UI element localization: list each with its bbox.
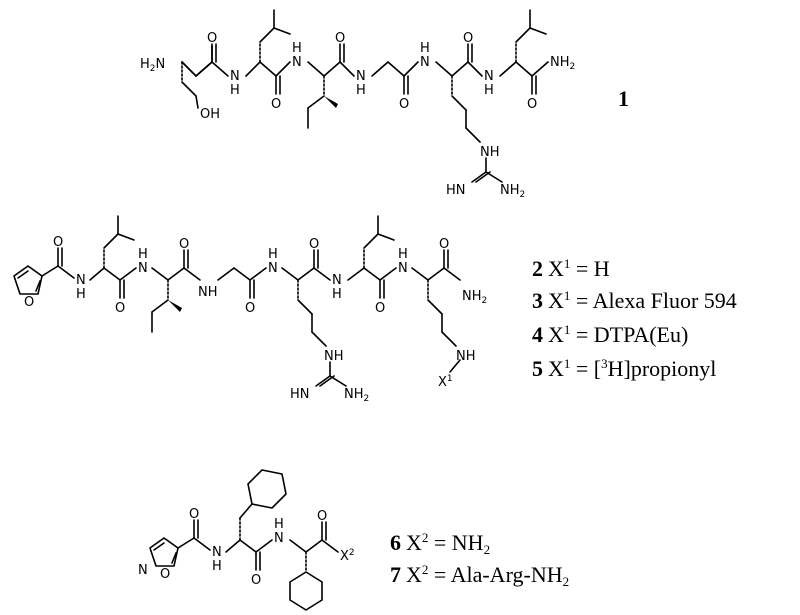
c1-o-3: O bbox=[335, 31, 345, 46]
c1-nh-4: N bbox=[420, 55, 430, 70]
c1-nh-3h: H bbox=[356, 83, 366, 98]
c2-guan-hn: HN bbox=[290, 387, 310, 402]
compound-1-structure: H2N O N H O N H O N H O N H O N H O NH2 … bbox=[140, 9, 575, 200]
c2-o-3: O bbox=[179, 237, 189, 252]
compound-1-number: 1 bbox=[618, 86, 629, 111]
c6-x2: X2 bbox=[340, 548, 355, 564]
c1-nh-4h: H bbox=[420, 41, 430, 56]
c1-nh-5: N bbox=[484, 69, 494, 84]
c2-guan-nh2: NH2 bbox=[344, 387, 369, 404]
c2-n-6h: H bbox=[332, 287, 342, 302]
compound-2-5-structure: O O N H O N H O NH O N H O N H O N H O N… bbox=[13, 215, 487, 404]
c2-nh-3: NH bbox=[198, 285, 218, 300]
c1-o-1: O bbox=[207, 31, 217, 46]
c6-n-2h: H bbox=[274, 517, 284, 532]
c1-guan-nh2: NH2 bbox=[500, 183, 525, 200]
c2-guan-nh: NH bbox=[324, 349, 344, 364]
c1-nh-5h: H bbox=[484, 83, 494, 98]
c1-h2n: H2N bbox=[140, 57, 165, 74]
c2-n-1h: H bbox=[76, 287, 86, 302]
c2-nh2: NH2 bbox=[462, 289, 487, 306]
c2-n-7h: H bbox=[398, 247, 408, 262]
c2-o-5: O bbox=[309, 237, 319, 252]
c6-isox-n: N bbox=[138, 563, 148, 578]
c1-guan-hn: HN bbox=[446, 183, 466, 198]
c2-n-2: N bbox=[138, 261, 148, 276]
c1-nh-1h: H bbox=[230, 83, 240, 98]
c2-o-6: O bbox=[375, 301, 385, 316]
c1-o-6: O bbox=[527, 97, 537, 112]
c6-o-1: O bbox=[189, 507, 199, 522]
c6-n-1: N bbox=[212, 545, 222, 560]
c1-nh-3: N bbox=[356, 69, 366, 84]
c2-n-6: N bbox=[332, 273, 342, 288]
c1-nh-2: N bbox=[292, 55, 302, 70]
c2-orn-nh: NH bbox=[456, 349, 476, 364]
c2-n-1: N bbox=[76, 273, 86, 288]
c1-nh-1: N bbox=[230, 69, 240, 84]
c1-o-4: O bbox=[399, 97, 409, 112]
c1-nh2: NH2 bbox=[550, 55, 575, 72]
c2-o-1: O bbox=[53, 235, 63, 250]
c6-n-2: N bbox=[274, 531, 284, 546]
c1-guan-nh: NH bbox=[480, 145, 500, 160]
c2-furan-o: O bbox=[24, 295, 34, 310]
compound-6-7-structure: O N H N H O O X2 N O bbox=[138, 469, 355, 611]
c6-isox-o: O bbox=[160, 567, 170, 582]
c6-o-2: O bbox=[251, 573, 261, 588]
c6-n-1h: H bbox=[212, 559, 222, 574]
c2-n-2h: H bbox=[138, 247, 148, 262]
c2-n-5h: H bbox=[268, 247, 278, 262]
c1-o-2: O bbox=[271, 97, 281, 112]
c2-n-7: N bbox=[398, 261, 408, 276]
c1-o-5: O bbox=[463, 31, 473, 46]
c6-o-3: O bbox=[317, 509, 327, 524]
c2-o-2: O bbox=[115, 301, 125, 316]
c1-oh: OH bbox=[200, 107, 220, 122]
c2-n-5: N bbox=[268, 261, 278, 276]
c2-o-7: O bbox=[439, 237, 449, 252]
c2-o-4: O bbox=[245, 301, 255, 316]
c1-nh-2h: H bbox=[292, 41, 302, 56]
c2-x1: X1 bbox=[438, 374, 453, 390]
